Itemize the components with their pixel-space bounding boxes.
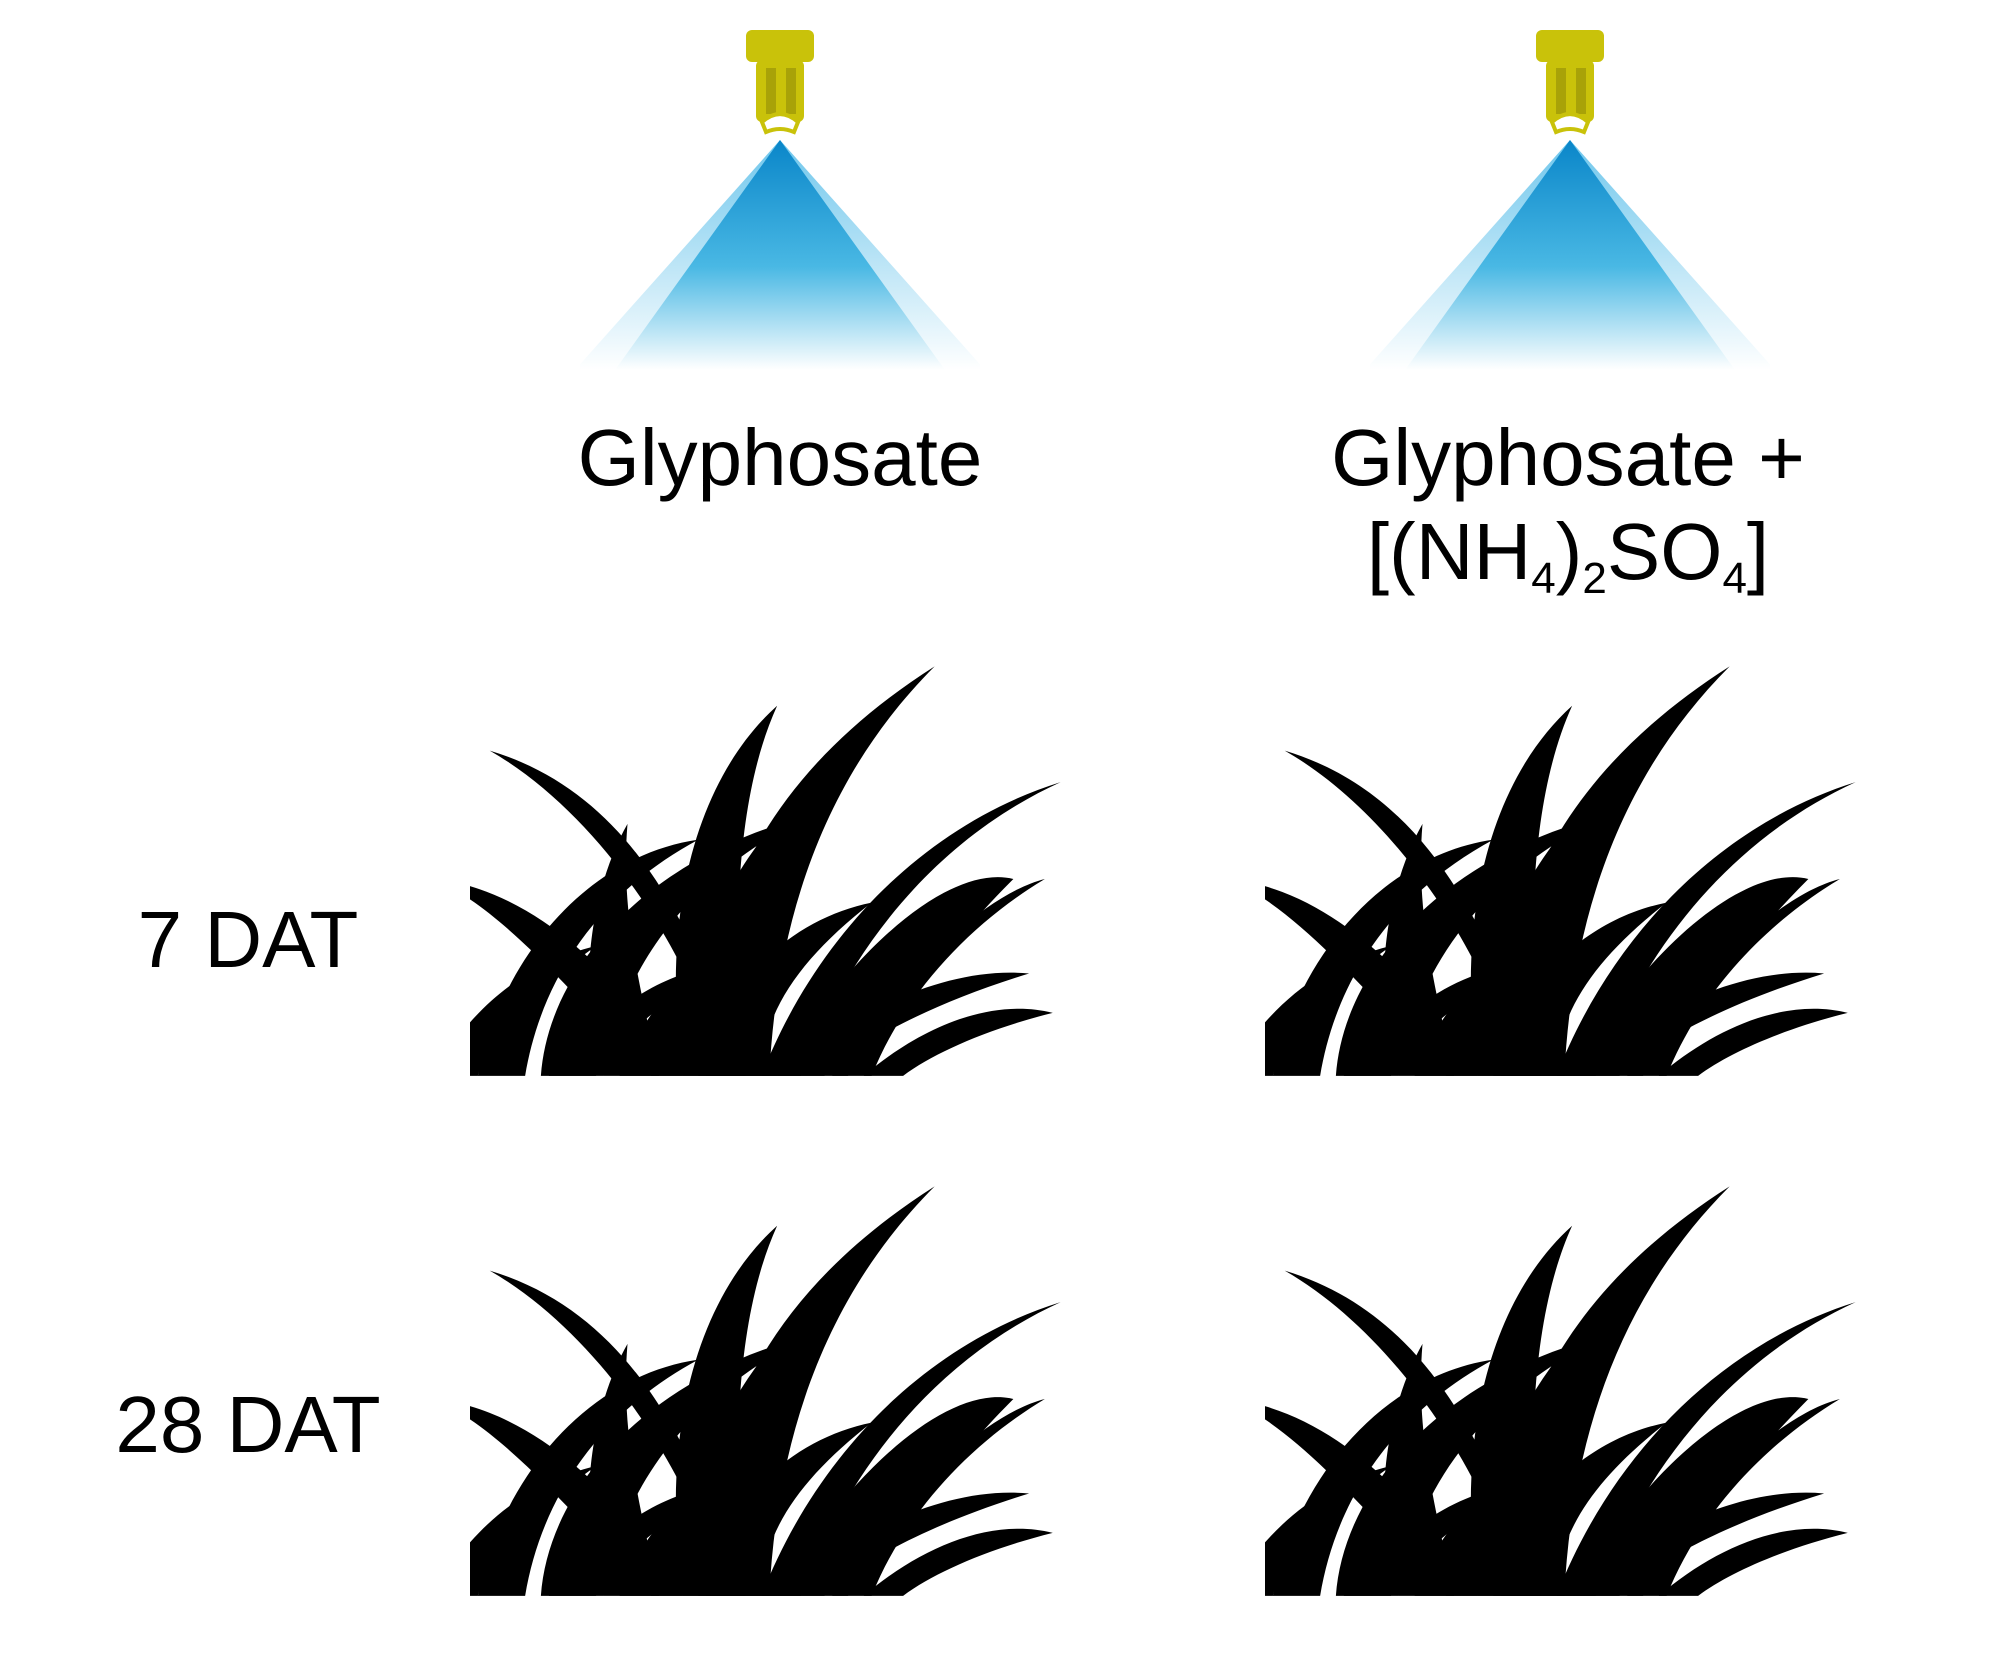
grass-plant-icon bbox=[470, 666, 1061, 1076]
grass-plant-icon bbox=[1265, 1186, 1856, 1596]
row-label-7-dat: 7 DAT bbox=[137, 895, 359, 984]
row-label-28-dat: 28 DAT bbox=[115, 1380, 381, 1469]
treatment-label-glyphosate: Glyphosate bbox=[577, 413, 983, 502]
treatment-label-glyphosate-ammonium-sulfate: Glyphosate + [(NH4)2SO4] bbox=[1331, 418, 1805, 603]
grass-plant-icon bbox=[470, 1186, 1061, 1596]
grass-plant-icon bbox=[1265, 666, 1856, 1076]
spray-nozzle-icon bbox=[580, 30, 980, 372]
treatment-label-line1: Glyphosate + bbox=[1331, 413, 1805, 502]
spray-nozzle-icon bbox=[1370, 30, 1770, 372]
chemical-formula: [(NH4)2SO4] bbox=[1366, 507, 1770, 603]
